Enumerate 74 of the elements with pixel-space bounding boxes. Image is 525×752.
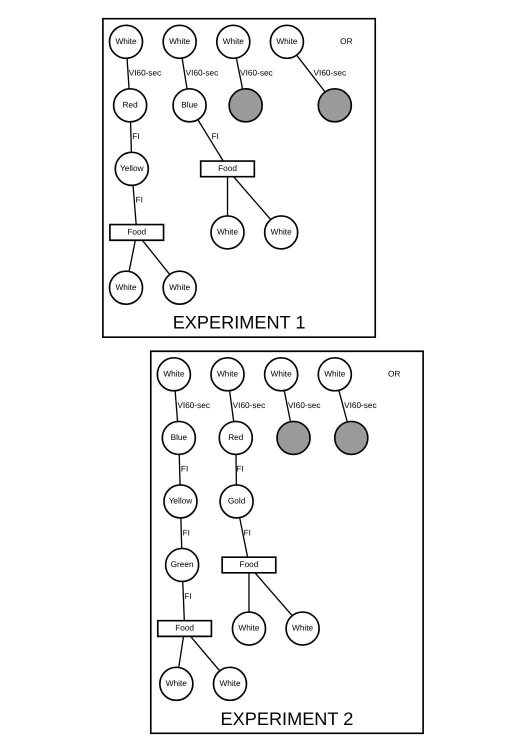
connector bbox=[228, 390, 234, 422]
node-circle: White bbox=[156, 357, 191, 392]
node-circle bbox=[276, 420, 310, 456]
connector bbox=[129, 122, 132, 152]
node-circle: White bbox=[269, 24, 304, 60]
connector bbox=[190, 636, 220, 671]
edge-label: VI60-sec bbox=[128, 68, 161, 78]
node-circle: White bbox=[231, 611, 266, 646]
connector bbox=[283, 390, 291, 422]
connector bbox=[248, 572, 250, 612]
node-box: Food bbox=[199, 160, 255, 178]
edge-label: VI60-sec bbox=[344, 401, 376, 410]
edge-label: FI bbox=[180, 464, 188, 474]
edge-label: FI bbox=[243, 528, 250, 538]
node-circle: White bbox=[108, 24, 143, 60]
node-circle: Yellow bbox=[114, 152, 149, 186]
connector bbox=[180, 518, 182, 548]
node-circle: White bbox=[263, 215, 298, 250]
edge-label: FI bbox=[236, 464, 244, 474]
node-box: Food bbox=[156, 620, 212, 638]
node-circle: Green bbox=[164, 548, 199, 582]
node-box: Food bbox=[220, 556, 276, 574]
node-circle: White bbox=[108, 270, 143, 306]
node-circle: White bbox=[210, 215, 244, 250]
edge-label: VI60-sec bbox=[176, 401, 210, 410]
edge-label: FI bbox=[184, 592, 192, 601]
node-circle: White bbox=[212, 666, 247, 702]
label: OR bbox=[388, 369, 400, 378]
node-circle: Blue bbox=[172, 88, 206, 123]
connector bbox=[128, 240, 136, 272]
node-circle: White bbox=[210, 357, 244, 392]
connector bbox=[182, 582, 184, 620]
connector bbox=[296, 55, 326, 92]
edge-label: FI bbox=[182, 528, 190, 538]
node-circle bbox=[316, 88, 352, 123]
node-circle bbox=[333, 420, 368, 456]
connector bbox=[178, 636, 184, 668]
node-circle: White bbox=[316, 357, 352, 392]
node-circle: White bbox=[162, 24, 196, 60]
node-circle: White bbox=[263, 357, 298, 392]
edge-label: VI60-sec bbox=[240, 68, 272, 78]
node-circle: Gold bbox=[218, 484, 254, 519]
edge-label: FI bbox=[132, 132, 140, 142]
node-circle: White bbox=[284, 611, 320, 646]
edge-label: VI60-sec bbox=[313, 68, 346, 78]
node-circle: White bbox=[158, 666, 194, 702]
connector bbox=[238, 518, 248, 558]
connector bbox=[126, 58, 130, 89]
node-circle: White bbox=[215, 24, 250, 60]
edge-label: FI bbox=[210, 132, 218, 142]
node-circle: Blue bbox=[161, 420, 196, 456]
connector bbox=[234, 454, 237, 485]
connector bbox=[181, 58, 188, 89]
edge-label: VI60-sec bbox=[185, 68, 218, 78]
connector bbox=[232, 176, 271, 220]
node-circle bbox=[228, 88, 262, 123]
node-circle: Yellow bbox=[162, 484, 198, 519]
edge-label: VI60-sec bbox=[232, 401, 265, 410]
edge-label: FI bbox=[135, 196, 142, 205]
node-circle: Red bbox=[218, 420, 253, 456]
node-box: Food bbox=[108, 224, 164, 242]
connector bbox=[254, 572, 292, 616]
connector bbox=[338, 390, 348, 422]
node-circle: Red bbox=[112, 88, 147, 123]
node-circle: White bbox=[162, 270, 196, 306]
connector bbox=[178, 454, 180, 485]
connector bbox=[132, 186, 136, 224]
connector bbox=[142, 240, 170, 275]
connector bbox=[196, 120, 224, 162]
connector bbox=[226, 176, 228, 216]
connector bbox=[235, 58, 243, 90]
edge-label: VI60-sec bbox=[287, 401, 320, 410]
label: OR bbox=[340, 36, 352, 46]
connector bbox=[174, 391, 178, 422]
